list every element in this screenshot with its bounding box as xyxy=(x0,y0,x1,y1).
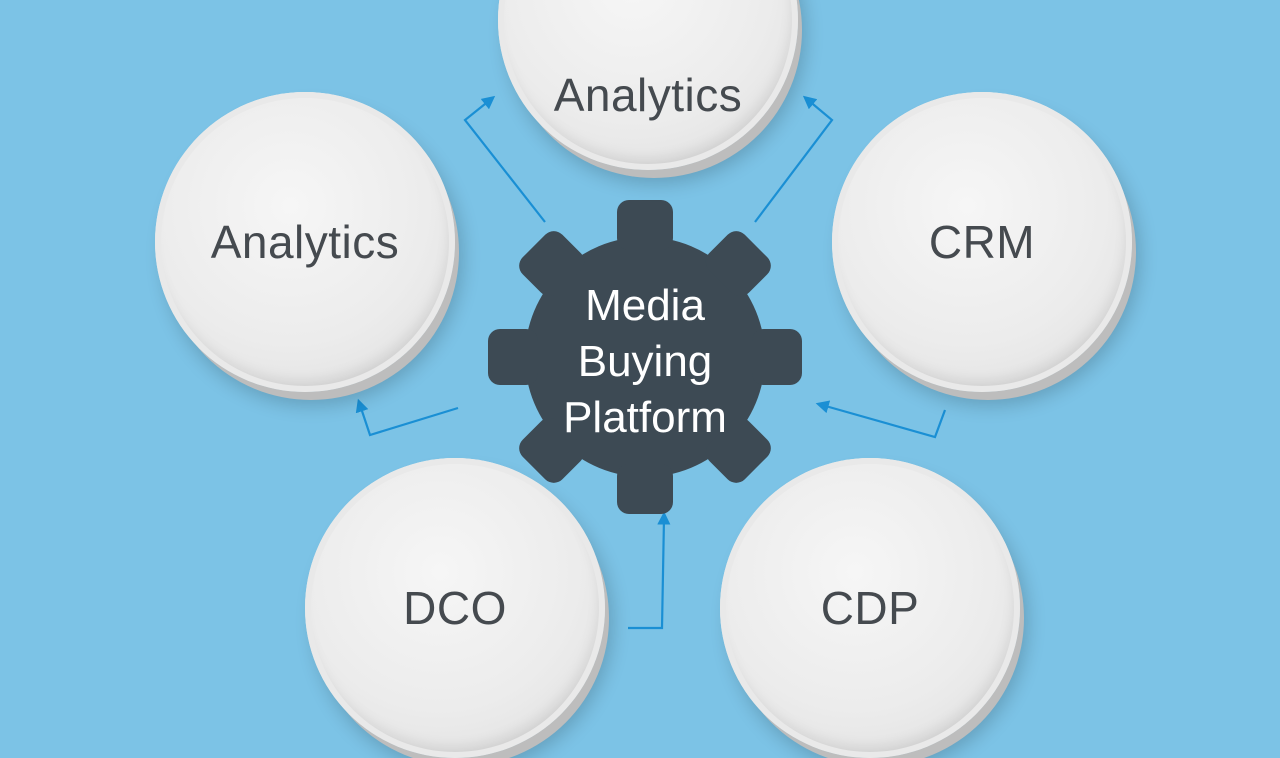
node-analytics-top-label: Analytics xyxy=(553,69,743,121)
diagram-canvas xyxy=(355,95,947,630)
node-dco-label: DCO xyxy=(403,582,507,634)
node-cdp: CDP xyxy=(720,458,1020,758)
node-cdp-label: CDP xyxy=(820,582,920,634)
connector-left-bottom xyxy=(355,398,459,437)
connector-right-bottom xyxy=(815,400,947,439)
node-crm: CRM xyxy=(832,92,1132,392)
center-gear-label: Media Buying Platform xyxy=(490,278,800,446)
node-analytics-left: Analytics xyxy=(155,92,455,392)
connectors xyxy=(355,95,947,630)
center-label-line1: Media xyxy=(585,281,705,330)
node-crm-label: CRM xyxy=(928,216,1036,268)
node-dco: DCO xyxy=(305,458,605,758)
node-analytics-left-label: Analytics xyxy=(210,216,400,268)
connector-top-left xyxy=(463,95,546,223)
connector-bottom-center xyxy=(628,511,671,630)
connector-top-right xyxy=(754,95,834,223)
center-label-line2: Buying xyxy=(577,337,713,386)
gear-icon xyxy=(488,200,802,514)
center-label-line3: Platform xyxy=(563,393,727,442)
